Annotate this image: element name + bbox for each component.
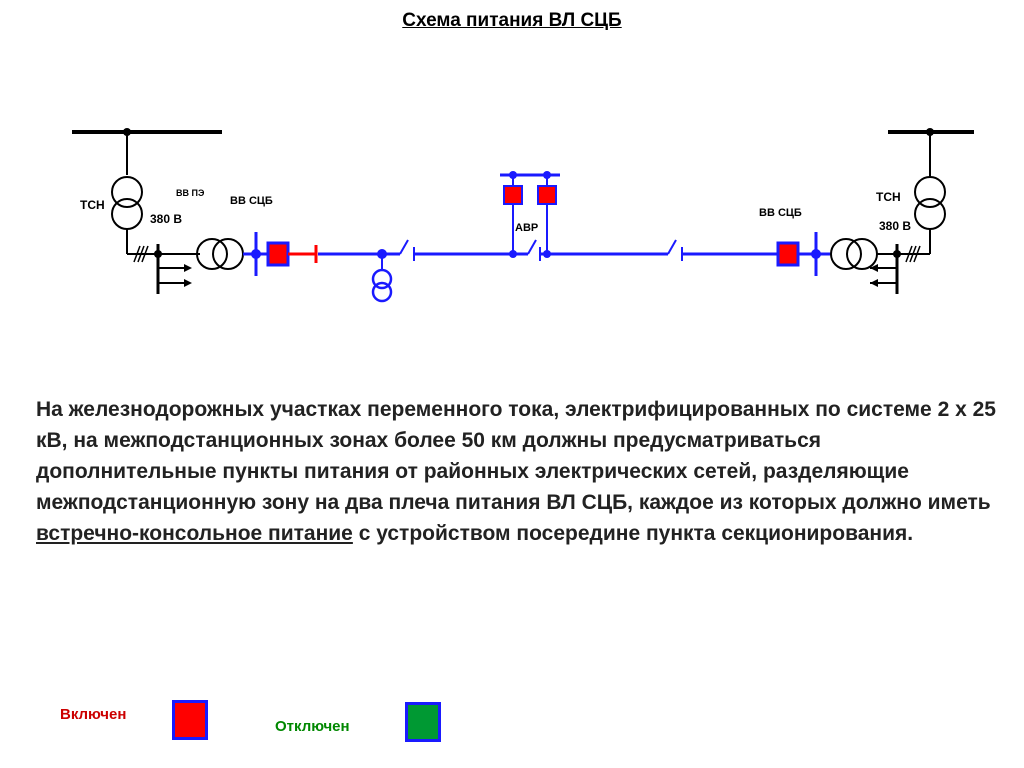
arrow-icon [870,264,878,272]
label-vv-scb-left: ВВ СЦБ [230,195,273,207]
arrow-icon [184,264,192,272]
legend-off-swatch [405,702,441,742]
label-avr: АВР [515,222,538,234]
arrow-icon [184,279,192,287]
arrow-icon [870,279,878,287]
description-paragraph: На железнодорожных участках переменного … [36,394,996,549]
intermediate-transformer [371,268,393,303]
avr-point [500,171,560,261]
paragraph-text-2: с устройством посередине пункта секциони… [352,522,914,545]
paragraph-text-1: На железнодорожных участках переменного … [36,398,996,514]
left-vv-scb-breaker [266,241,290,267]
power-supply-diagram: ТСН 380 В ВВ ПЭ ВВ СЦБ АВР ВВ СЦБ ТСН 38… [72,128,974,303]
legend-on-label: Включен [60,706,127,723]
left-tsn-transformer [111,176,143,230]
legend-on-swatch [172,700,208,740]
main-line [318,171,778,303]
label-vv-scb-right: ВВ СЦБ [759,207,802,219]
right-substation [776,128,974,294]
label-380-left: 380 В [150,212,182,226]
label-380-right: 380 В [879,219,911,233]
right-tsn-transformer [914,176,946,230]
right-vv-scb-breaker [776,241,800,267]
legend-off-label: Отключен [275,718,350,735]
label-tsn-left: ТСН [80,198,105,212]
page-title: Схема питания ВЛ СЦБ [402,10,622,31]
label-tsn-right: ТСН [876,190,901,204]
avr-breaker-left [503,185,523,205]
right-scb-transformer [830,238,878,270]
left-substation [72,128,318,294]
label-vv-pe: ВВ ПЭ [176,188,205,198]
avr-breaker-right [537,185,557,205]
left-scb-transformer [196,238,244,270]
paragraph-underlined-text: встречно-консольное питание [36,522,353,545]
